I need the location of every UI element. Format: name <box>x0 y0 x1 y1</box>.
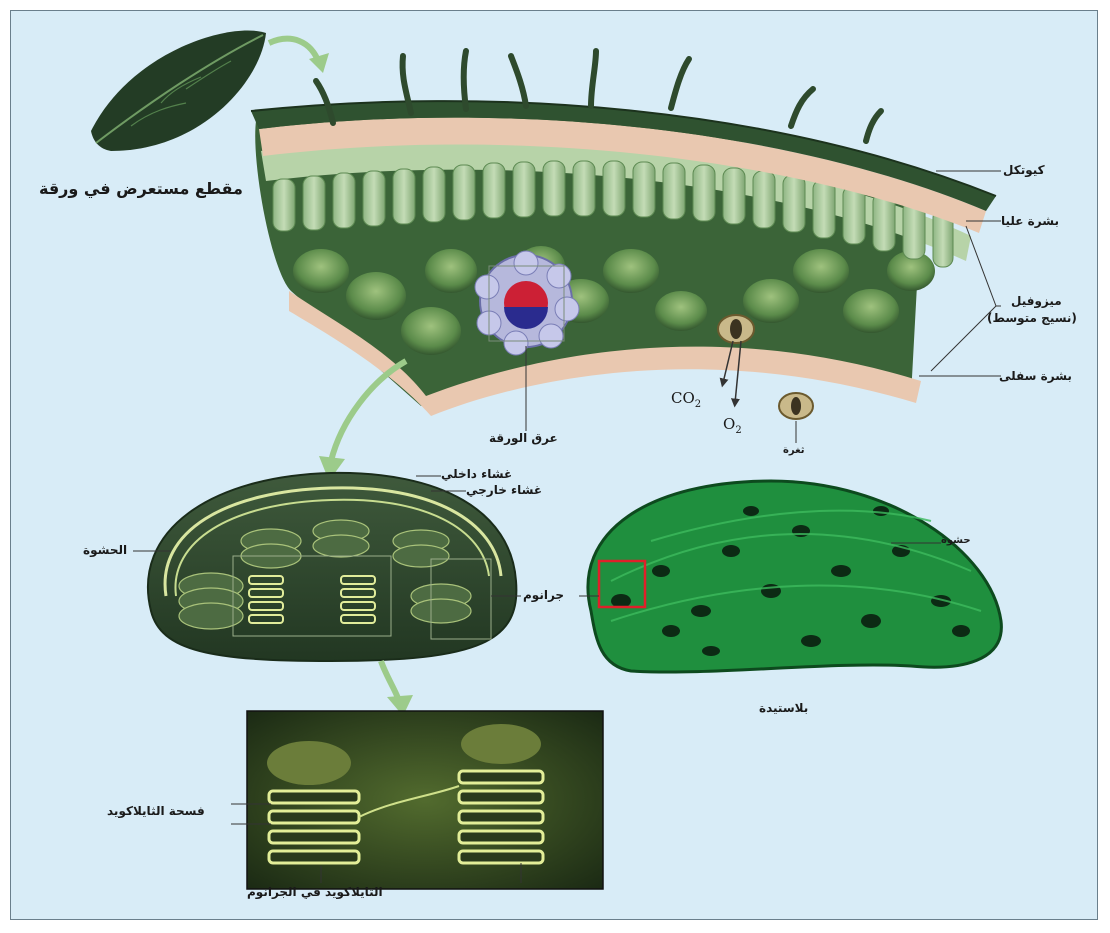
label-lower-epidermis: بشرة سفلى <box>999 369 1072 383</box>
label-mesophyll: ميزوفيل <box>1011 294 1062 308</box>
leaf-chloroplast-diagram <box>11 11 1098 920</box>
chloroplast <box>148 473 516 661</box>
label-stoma: ثغرة <box>783 445 805 456</box>
leaf-cross-section <box>251 51 996 419</box>
label-thylakoid-space: فسحة الثايلاكويد <box>107 804 205 818</box>
label-leaf-section: مقطع مستعرض في ورقة <box>39 179 243 198</box>
label-mesophyll-tissue: (نسيج متوسط) <box>987 311 1077 325</box>
label-inner-membrane: غشاء داخلي <box>441 467 512 481</box>
label-o2: O2 <box>723 415 742 436</box>
arrow-to-thylakoid <box>381 661 399 701</box>
thylakoid-zoom <box>247 711 603 889</box>
plastid <box>588 481 1001 672</box>
label-thylakoid-granum: الثايلاكويد في الجرانوم <box>247 885 383 899</box>
label-stroma-plastid: حشوة <box>941 535 971 546</box>
label-cuticle: كيوتكل <box>1003 163 1045 177</box>
figure-frame: مقطع مستعرض في ورقة كيوتكل بشرة عليا ميز… <box>10 10 1098 920</box>
leaf-icon <box>91 30 266 151</box>
label-upper-epidermis: بشرة عليا <box>1001 214 1059 228</box>
label-leaf-vein: عرق الورقة <box>489 431 558 445</box>
label-stroma: الحشوة <box>83 543 127 557</box>
label-outer-membrane: غشاء خارجي <box>466 483 542 497</box>
label-plastid: بلاستيدة <box>759 701 808 715</box>
label-co2: CO2 <box>671 389 701 410</box>
label-granum: جرانوم <box>523 588 564 602</box>
